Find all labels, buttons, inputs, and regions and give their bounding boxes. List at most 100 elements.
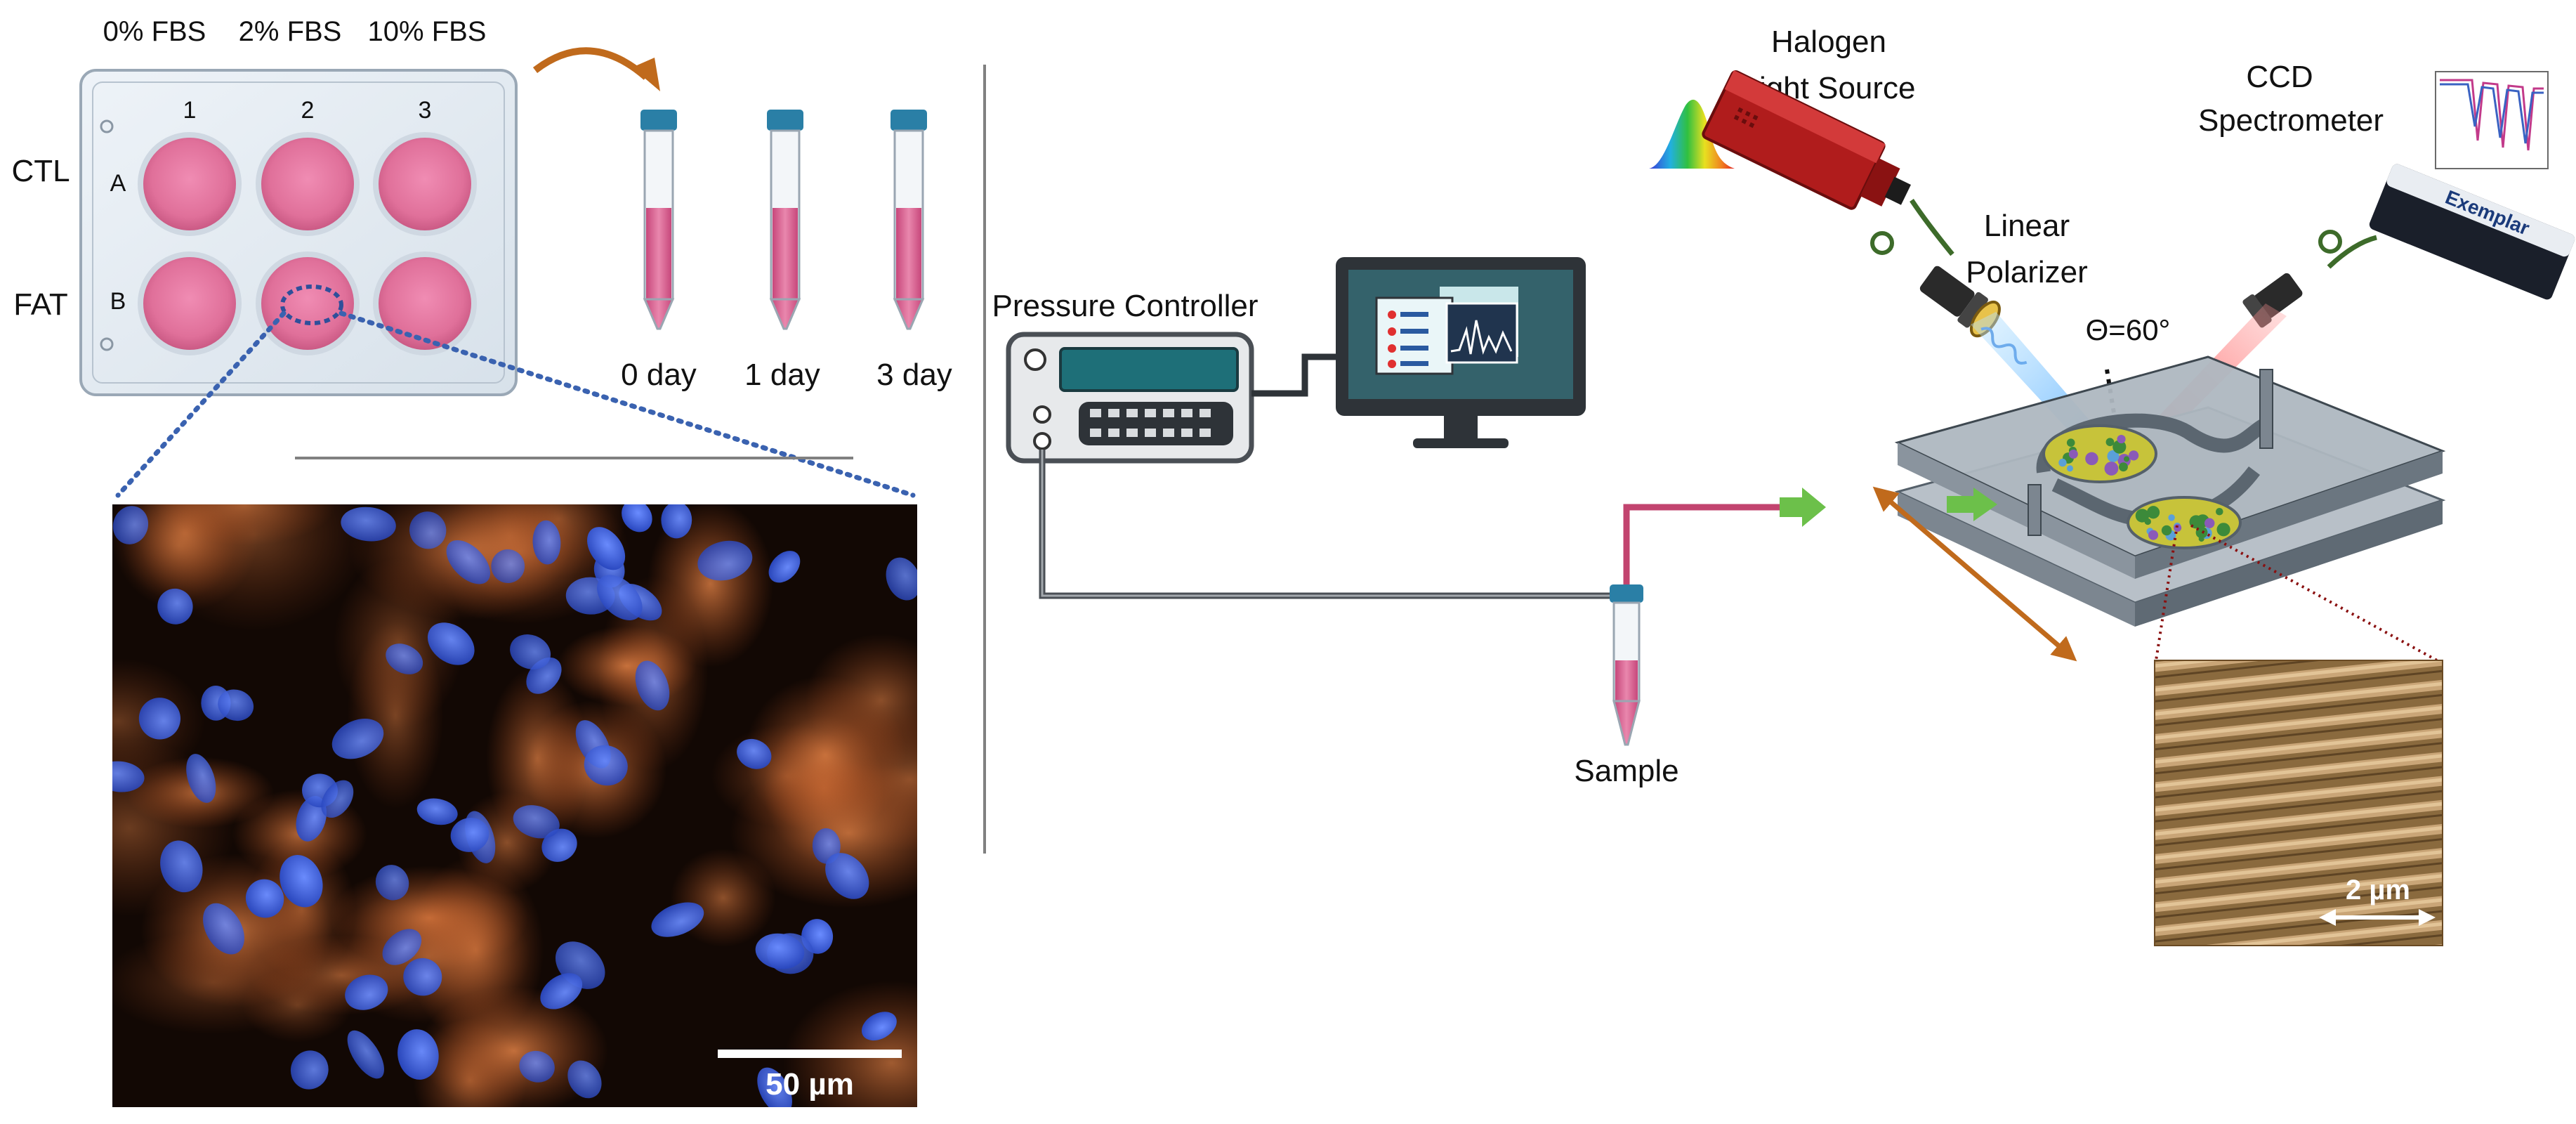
light-source-label-line1: Halogen xyxy=(1771,25,1886,59)
spectrum-curve xyxy=(2440,83,2544,144)
cell-nucleus xyxy=(416,798,458,825)
cell-nucleus xyxy=(347,1030,384,1079)
cell-nucleus xyxy=(427,622,475,665)
cell-nucleus xyxy=(635,660,670,711)
plate-corner-mark xyxy=(100,337,114,351)
chip-cell xyxy=(2144,518,2151,525)
row-letter-a: A xyxy=(110,170,126,197)
cell-nucleus xyxy=(157,588,193,625)
cell-nucleus xyxy=(403,958,442,996)
cell-nucleus xyxy=(513,805,560,839)
row-group-label-fat: FAT xyxy=(13,287,67,322)
tube-label-1-day: 1 day xyxy=(744,358,820,392)
zoom-region-circle xyxy=(280,285,343,325)
cell-nucleus xyxy=(331,719,384,759)
chip-cell xyxy=(2204,518,2215,528)
tube-0-day xyxy=(640,110,677,330)
emission-spectrum-icon xyxy=(1649,99,1735,169)
fluorescence-micrograph: 50 µm xyxy=(112,504,917,1107)
time-course-tubes: 0 day 1 day 3 day xyxy=(621,110,952,392)
screen-plot-window xyxy=(1445,302,1518,364)
cytoplasm-blob xyxy=(486,666,589,851)
chip-cell xyxy=(2066,465,2073,472)
sem-scale-label: 2 µm xyxy=(2346,875,2410,906)
sample-outlet-tubing xyxy=(1623,504,1782,599)
spectrometer-label-line2: Spectrometer xyxy=(2198,103,2384,138)
cytoplasm-blob xyxy=(242,967,353,1043)
microfluidic-chip xyxy=(1872,355,2446,662)
cell-nucleus xyxy=(567,1060,602,1099)
micrograph-nuclei xyxy=(112,504,917,1107)
chip-cell xyxy=(2174,523,2182,532)
cell-nucleus xyxy=(397,1029,439,1080)
cell-nucleus xyxy=(587,527,626,570)
chip-cells xyxy=(2058,435,2230,542)
chip-cell xyxy=(2107,450,2120,462)
transfer-arrow xyxy=(532,47,649,80)
controller-power-button xyxy=(1024,348,1046,371)
cell-nucleus xyxy=(491,549,525,584)
zoom-line-left xyxy=(115,311,287,498)
sample-tube xyxy=(1610,584,1643,746)
cell-nucleus xyxy=(825,853,869,899)
controller-display xyxy=(1059,347,1239,392)
sensing-chamber-1 xyxy=(2042,424,2157,483)
sample-label: Sample xyxy=(1574,754,1678,788)
zoom-line-right xyxy=(339,311,916,498)
cell-nucleus xyxy=(757,1067,792,1107)
column-label-3: 3 xyxy=(419,97,432,124)
cytoplasm-blob xyxy=(556,625,697,706)
well-b1 xyxy=(138,251,242,355)
controller-port xyxy=(1033,405,1051,424)
pressure-tubing xyxy=(1039,450,1630,610)
chip-cell xyxy=(2123,456,2130,462)
cell-nucleus xyxy=(382,929,422,965)
cell-nucleus xyxy=(661,504,692,539)
sem-image-inset: 2 µm xyxy=(2154,660,2443,946)
halogen-light-source-group: Halogen Light Source xyxy=(1649,25,1954,256)
cell-nucleus xyxy=(519,1050,555,1083)
cell-nucleus xyxy=(737,738,772,769)
chip-cell xyxy=(2066,438,2075,447)
cell-nucleus xyxy=(218,689,254,721)
cell-nucleus xyxy=(886,557,917,601)
cell-nucleus xyxy=(341,507,396,542)
polarizer-label-line2: Polarizer xyxy=(1966,255,2088,289)
column-label-1: 1 xyxy=(183,97,197,124)
micrograph-scale-label: 50 µm xyxy=(765,1067,854,1102)
cell-nucleus xyxy=(755,933,805,969)
tube-label-3-day: 3 day xyxy=(876,358,952,392)
cell-nucleus xyxy=(622,504,652,532)
fiber-cable-detector xyxy=(2327,235,2377,269)
well-plate-panel: 0% FBS 2% FBS 10% FBS CTL FAT 1 2 3 A B xyxy=(11,16,916,498)
fiber-cable-source xyxy=(1910,199,1954,256)
chip-cell xyxy=(2068,449,2078,459)
cell-nucleus xyxy=(446,540,491,584)
spectrometer-label-line1: CCD xyxy=(2246,60,2313,94)
cell-nucleus xyxy=(112,506,149,544)
chip-cell xyxy=(2085,452,2098,466)
cell-nucleus xyxy=(245,879,284,918)
controller-keypad xyxy=(1079,402,1233,445)
transfer-arrow-head xyxy=(632,58,660,91)
cell-nucleus xyxy=(112,761,145,792)
cell-nucleus xyxy=(186,754,216,803)
plate-corner-mark xyxy=(100,119,114,133)
cell-nucleus xyxy=(375,865,409,901)
chip-cell xyxy=(2058,458,2067,467)
chip-cell xyxy=(2129,450,2139,461)
monitor-neck xyxy=(1444,416,1478,440)
controller-monitor-cable xyxy=(1251,353,1347,397)
tube-1-day xyxy=(767,110,803,330)
tube-3-day xyxy=(891,110,927,330)
cell-nucleus xyxy=(651,902,704,937)
well-a3 xyxy=(373,132,477,236)
flow-arrow xyxy=(1780,488,1826,527)
condition-label-0: 0% FBS xyxy=(103,16,206,47)
cell-nucleus xyxy=(768,551,801,583)
chip-cell xyxy=(2148,530,2159,540)
cell-nucleus xyxy=(138,698,181,740)
well-b2 xyxy=(256,251,360,355)
well-b3 xyxy=(373,251,477,355)
